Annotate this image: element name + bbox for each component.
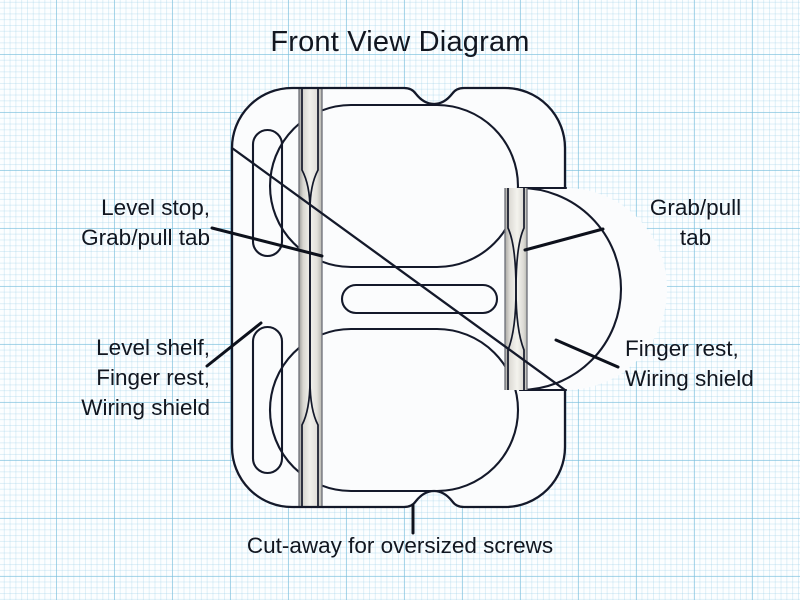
lower-left-vertical-slot — [251, 325, 284, 475]
leader-lines — [205, 226, 620, 535]
page-title: Front View Diagram — [270, 26, 530, 58]
groove-strips — [298, 88, 528, 507]
leader-level-shelf — [205, 321, 263, 368]
callout-cutaway: Cut-away for oversized screws — [246, 533, 554, 558]
callout-finger-rest: Finger rest, Wiring shield — [625, 336, 754, 391]
right-grab-tab — [505, 186, 623, 392]
part-body — [232, 88, 667, 507]
callout-grab-pull-tab: Grab/pull tab — [649, 195, 742, 250]
upper-receptacle-cutout — [268, 103, 520, 269]
upper-left-vertical-slot — [251, 128, 284, 258]
leader-finger-rest — [554, 338, 620, 369]
part-body-outline — [230, 86, 567, 509]
callout-level-shelf: Level shelf, Finger rest, Wiring shield — [81, 335, 210, 420]
leader-grab-pull — [523, 227, 605, 252]
right-groove-strip — [504, 188, 528, 390]
leader-level-stop — [210, 226, 324, 258]
left-groove-strip — [298, 88, 323, 507]
callout-level-stop: Level stop, Grab/pull tab — [81, 195, 210, 250]
